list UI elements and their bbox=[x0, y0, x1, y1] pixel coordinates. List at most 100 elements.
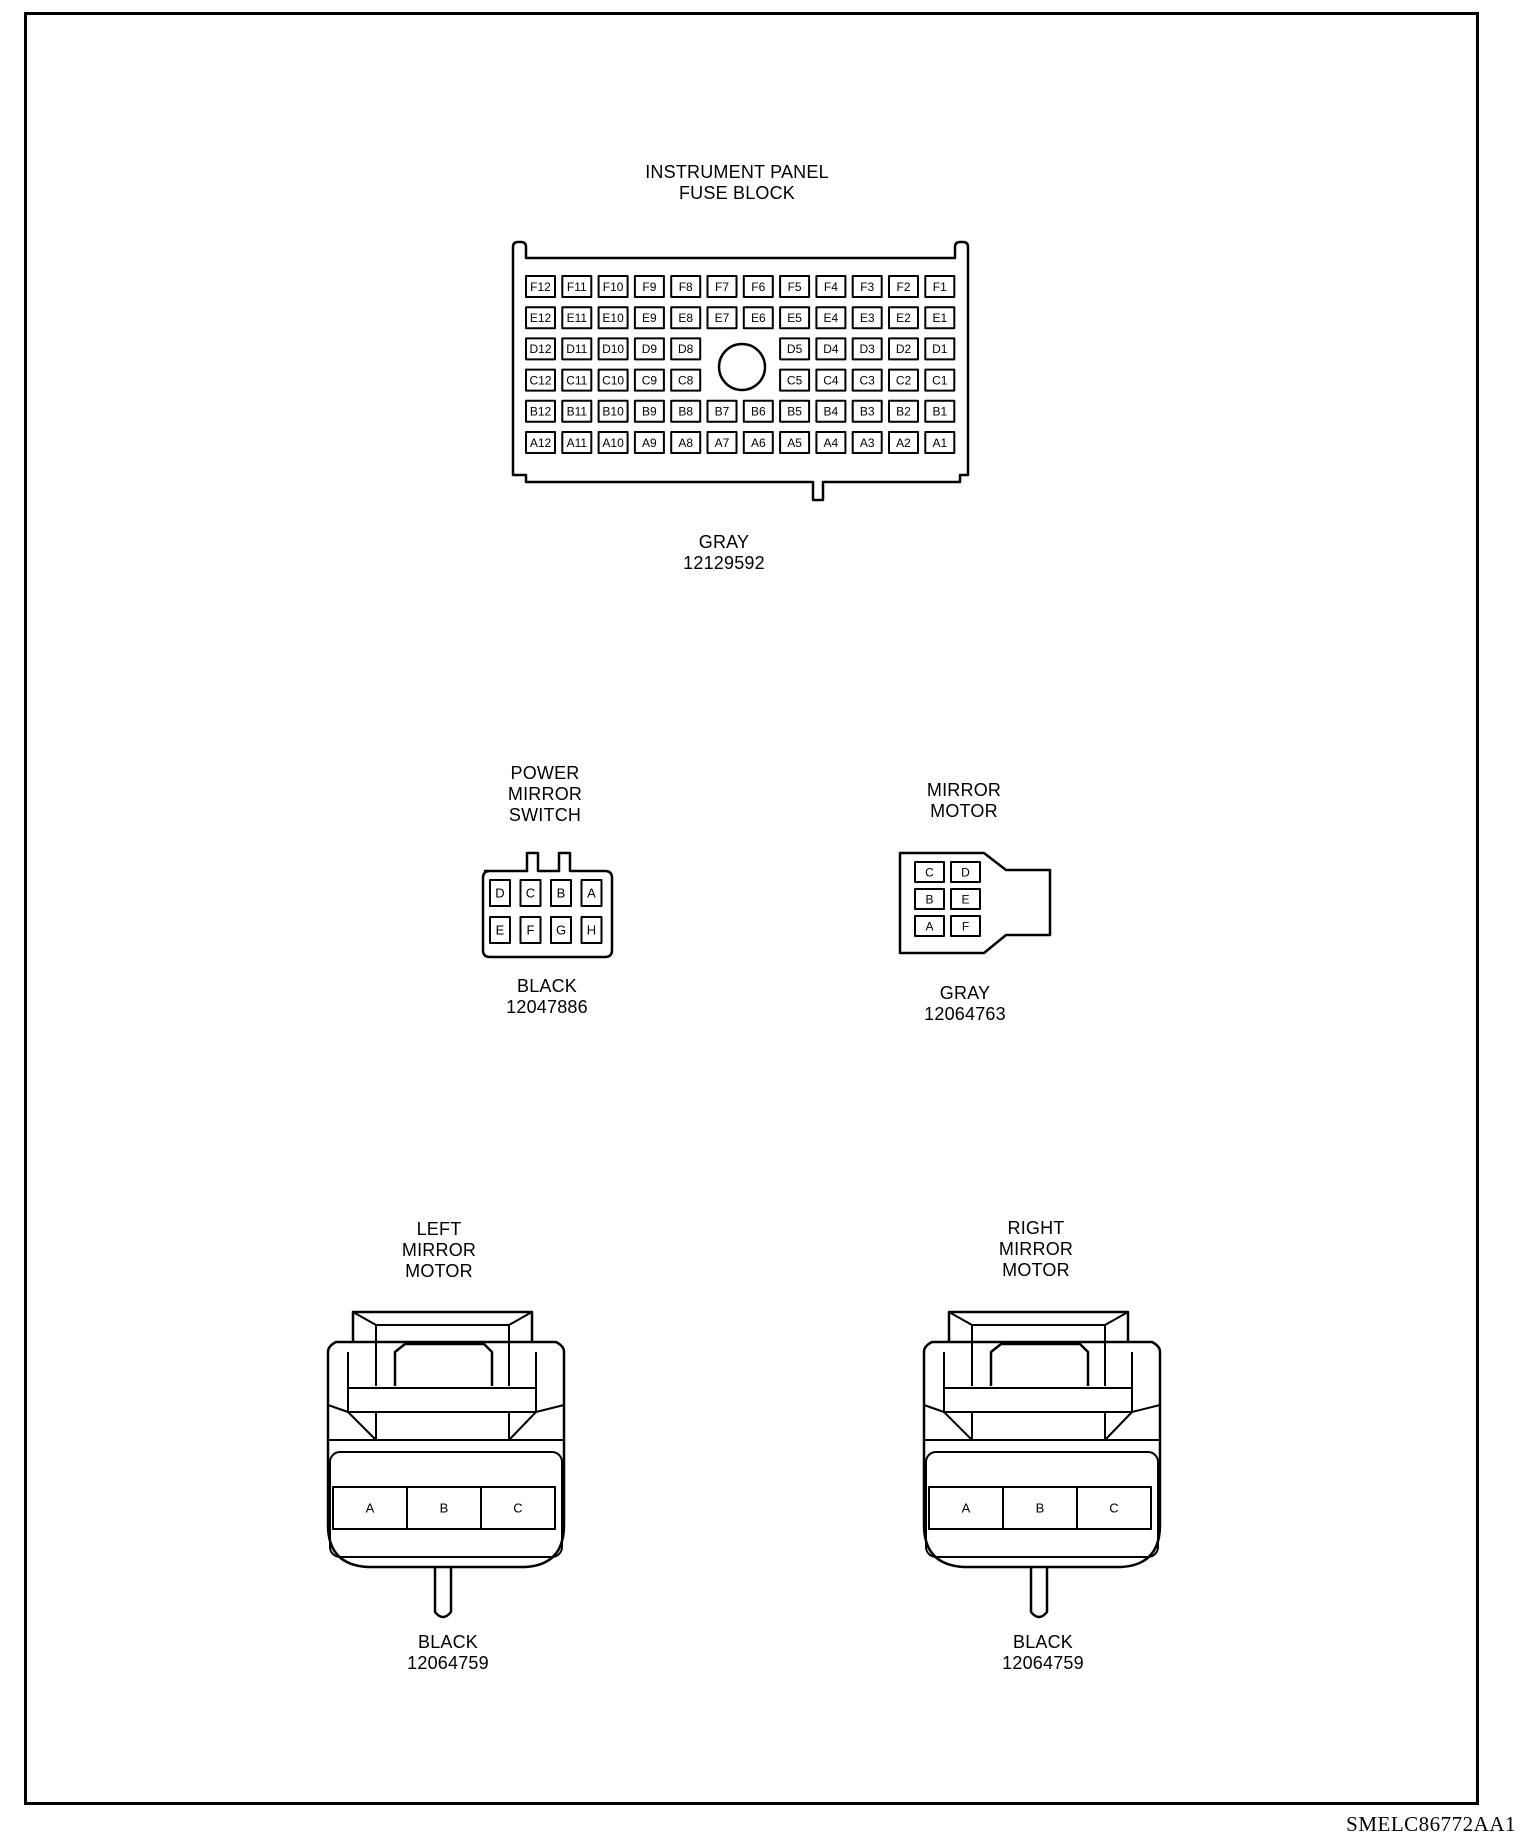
fuse-block-cavity-box bbox=[742, 275, 774, 298]
right-mirror-motor-title-line2: MIRROR bbox=[998, 1239, 1074, 1259]
fuse-block-cavity-label: E11 bbox=[567, 311, 588, 325]
right-mirror-motor-latch-window bbox=[989, 1342, 1090, 1386]
fuse-block-cavity-box bbox=[888, 337, 919, 361]
fuse-block-cavity-label: F8 bbox=[679, 280, 693, 294]
fuse-block-cavity-f11: F11 bbox=[561, 275, 593, 298]
mirror-motor-cavity-box bbox=[950, 861, 981, 883]
power-mirror-switch-cavity-label: D bbox=[495, 886, 504, 901]
fuse-block-cavity-label: E1 bbox=[932, 311, 947, 325]
power-mirror-switch-cavity-label: F bbox=[527, 923, 535, 938]
fuse-block-cavity-box bbox=[633, 306, 665, 330]
fuse-block-cavity-label: F9 bbox=[642, 280, 656, 294]
fuse-block-cavity-box bbox=[815, 306, 847, 330]
left-mirror-motor-title-line1: LEFT bbox=[416, 1219, 462, 1239]
power-mirror-switch-cavity-box bbox=[489, 879, 511, 907]
fuse-block-cavity-box bbox=[888, 275, 919, 298]
fuse-block-cavity-box bbox=[561, 306, 593, 330]
fuse-block-cavity-box bbox=[525, 275, 556, 298]
fuse-block-cavity-c3: C3 bbox=[851, 368, 883, 392]
fuse-block-cavity-box bbox=[924, 368, 956, 392]
right-mirror-motor-cavity-label: A bbox=[962, 1501, 971, 1516]
fuse-block-cavity-c10: C10 bbox=[597, 368, 629, 392]
mirror-motor-title-line1: MIRROR bbox=[926, 780, 1002, 800]
left-mirror-motor-title: LEFT MIRROR MOTOR bbox=[402, 1219, 476, 1282]
fuse-block-cavity-e6: E6 bbox=[742, 306, 774, 330]
fuse-block-cavity-box bbox=[924, 306, 956, 330]
fuse-block-cavity-label: B10 bbox=[602, 405, 624, 419]
power-mirror-switch-cavity-label: G bbox=[556, 923, 566, 938]
fuse-block-cavity-box bbox=[670, 306, 702, 330]
fuse-block-cavity-label: E3 bbox=[860, 311, 875, 325]
fuse-block-cavity-box bbox=[597, 399, 629, 423]
right-mirror-motor-cavity-c: C bbox=[1076, 1486, 1152, 1530]
fuse-block-cavity-box bbox=[742, 431, 774, 454]
fuse-block-cavity-label: B4 bbox=[824, 405, 839, 419]
left-mirror-motor-cavity-c: C bbox=[480, 1486, 556, 1530]
mirror-motor-cavity-box bbox=[914, 861, 945, 883]
fuse-block-cavity-b3: B3 bbox=[851, 399, 883, 423]
fuse-block-cavity-box bbox=[815, 337, 847, 361]
fuse-block-cavity-label: F11 bbox=[567, 280, 587, 294]
fuse-block-cavity-e11: E11 bbox=[561, 306, 593, 330]
right-mirror-motor-band-upper bbox=[943, 1387, 1133, 1413]
fuse-block-cavity-box bbox=[561, 275, 593, 298]
right-mirror-motor-cavity-label: C bbox=[1109, 1501, 1118, 1516]
left-mirror-motor-caption: BLACK 12064759 bbox=[407, 1632, 489, 1674]
left-mirror-motor-latch-sides bbox=[352, 1311, 533, 1386]
right-mirror-motor-body bbox=[922, 1340, 1162, 1569]
fuse-block-cavity-label: C1 bbox=[932, 373, 948, 387]
fuse-block-cavity-box bbox=[924, 399, 956, 423]
fuse-block-cavity-box bbox=[525, 431, 556, 454]
fuse-block-cavity-e3: E3 bbox=[851, 306, 883, 330]
fuse-block-cavity-label: A10 bbox=[602, 436, 624, 450]
fuse-block-cavity-f10: F10 bbox=[597, 275, 629, 298]
power-mirror-switch-cavity-a: A bbox=[580, 879, 603, 907]
power-mirror-switch-cavity-label: H bbox=[587, 923, 596, 938]
right-mirror-motor-caption: BLACK 12064759 bbox=[1002, 1632, 1084, 1674]
fuse-block-cavity-a3: A3 bbox=[851, 431, 883, 454]
fuse-block-cavity-label: F7 bbox=[715, 280, 729, 294]
mirror-motor-cavity-box bbox=[950, 915, 981, 937]
fuse-block-cavity-a6: A6 bbox=[742, 431, 774, 454]
fuse-block-cavity-d1: D1 bbox=[924, 337, 956, 361]
right-mirror-motor-key-tab bbox=[1029, 1567, 1049, 1619]
fuse-block-cavity-box bbox=[670, 337, 702, 361]
fuse-block-cavity-f5: F5 bbox=[779, 275, 811, 298]
power-mirror-switch-cavity-c: C bbox=[519, 879, 542, 907]
fuse-block-cavity-box bbox=[779, 306, 811, 330]
fuse-block-cavity-label: E6 bbox=[751, 311, 766, 325]
mirror-motor-title: MIRROR MOTOR bbox=[927, 780, 1001, 822]
left-mirror-motor-title-line2: MIRROR bbox=[401, 1240, 477, 1260]
fuse-block-cavity-a8: A8 bbox=[670, 431, 702, 454]
fuse-block-cavity-box bbox=[561, 399, 593, 423]
fuse-block-cavity-label: A4 bbox=[824, 436, 839, 450]
fuse-block-cavity-label: E12 bbox=[530, 311, 552, 325]
fuse-block-part-number: 12129592 bbox=[683, 553, 765, 573]
fuse-block-title-line1: INSTRUMENT PANEL bbox=[645, 162, 829, 182]
fuse-block-cavity-label: D3 bbox=[860, 342, 876, 356]
fuse-block-cavity-box bbox=[888, 431, 919, 454]
mirror-motor-cavity-b: B bbox=[914, 888, 945, 910]
fuse-block-cavity-label: C10 bbox=[602, 373, 624, 387]
power-mirror-switch-cavity-box bbox=[550, 916, 572, 944]
mirror-motor-cavity-box bbox=[914, 915, 945, 937]
fuse-block-cavity-label: C8 bbox=[678, 373, 694, 387]
power-mirror-switch-cavity-box bbox=[580, 916, 603, 944]
left-mirror-motor-color: BLACK bbox=[417, 1632, 479, 1652]
fuse-block-cavity-box bbox=[670, 399, 702, 423]
fuse-block-cavity-box bbox=[597, 431, 629, 454]
fuse-block-cavity-label: C9 bbox=[642, 373, 658, 387]
left-mirror-motor-lock-tabs bbox=[347, 1352, 537, 1388]
power-mirror-switch-cavity-label: C bbox=[526, 886, 535, 901]
fuse-block-cavity-f4: F4 bbox=[815, 275, 847, 298]
fuse-block-cavity-label: D8 bbox=[678, 342, 694, 356]
fuse-block-cavity-b11: B11 bbox=[561, 399, 593, 423]
fuse-block-cavity-label: A1 bbox=[932, 436, 947, 450]
mirror-motor-cavity-label: C bbox=[925, 865, 934, 879]
fuse-block-cavity-label: B3 bbox=[860, 405, 875, 419]
fuse-block-cavity-label: E2 bbox=[896, 311, 911, 325]
right-mirror-motor-band-corners bbox=[923, 1404, 1161, 1413]
